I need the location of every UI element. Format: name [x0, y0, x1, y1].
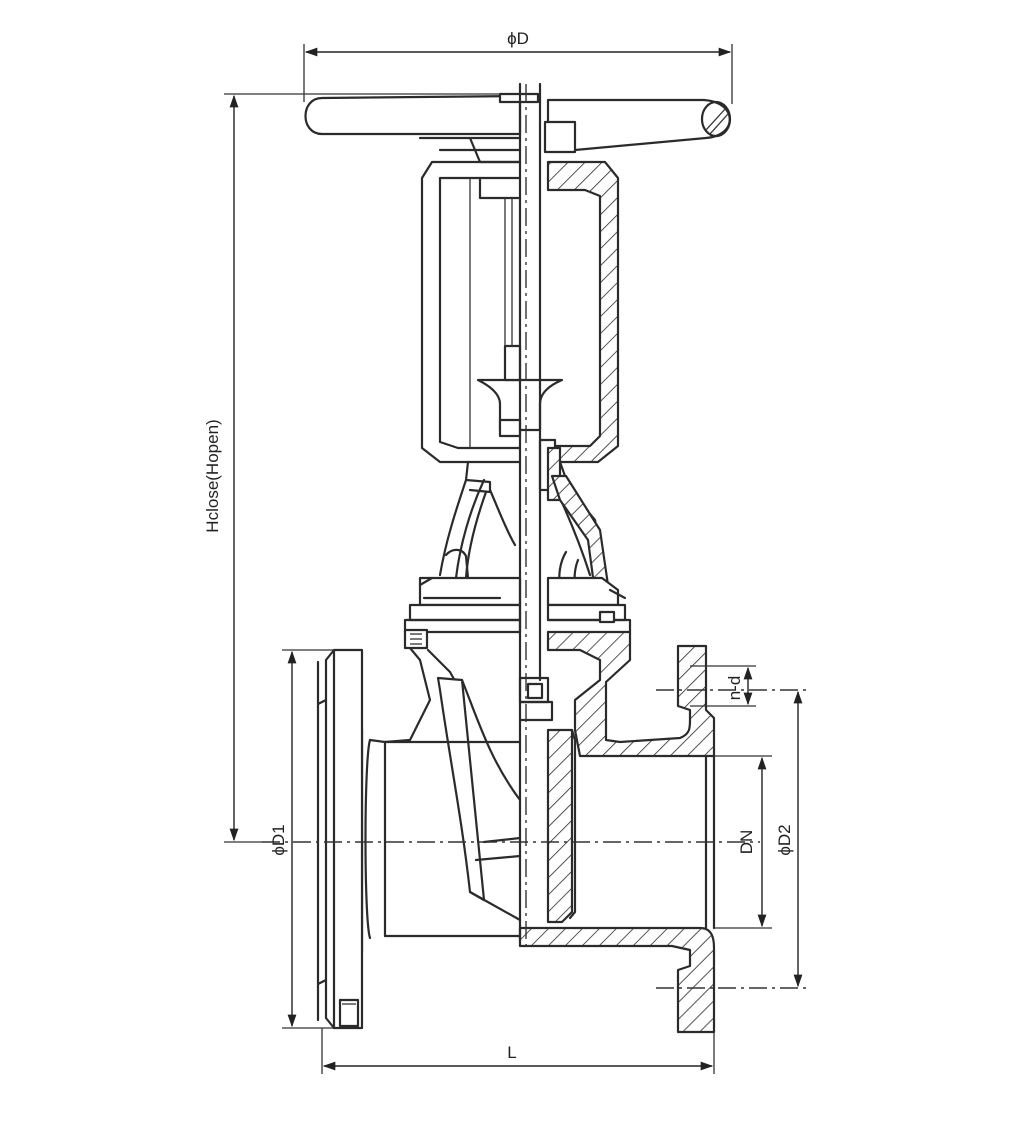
label-overall-diameter: ϕD [507, 29, 529, 48]
label-bolt-holes: n-d [725, 676, 744, 701]
label-height: Hclose(Hopen) [203, 419, 222, 532]
label-nominal-diameter: DN [737, 830, 756, 855]
dimension-height: Hclose(Hopen) [203, 93, 500, 843]
valve-body-right-section [518, 630, 716, 1034]
label-bolt-circle: ϕD2 [775, 824, 794, 855]
bonnet-flange [403, 576, 632, 650]
dimension-overall-diameter: ϕD [303, 29, 733, 104]
handwheel [304, 92, 732, 164]
yoke-arms [438, 460, 610, 594]
valve-stem [518, 82, 542, 942]
label-length: L [507, 1043, 516, 1062]
label-flange-diameter: ϕD1 [269, 824, 288, 855]
dimension-nominal-diameter: DN [714, 755, 772, 929]
dimension-bolt-holes: n-d [690, 665, 756, 707]
center-lines [262, 84, 760, 946]
dimension-bolt-circle: ϕD2 [656, 689, 806, 989]
valve-body-left [316, 646, 522, 1030]
dimension-length: L [321, 1028, 715, 1074]
dimension-flange-diameter: ϕD1 [269, 649, 334, 1029]
